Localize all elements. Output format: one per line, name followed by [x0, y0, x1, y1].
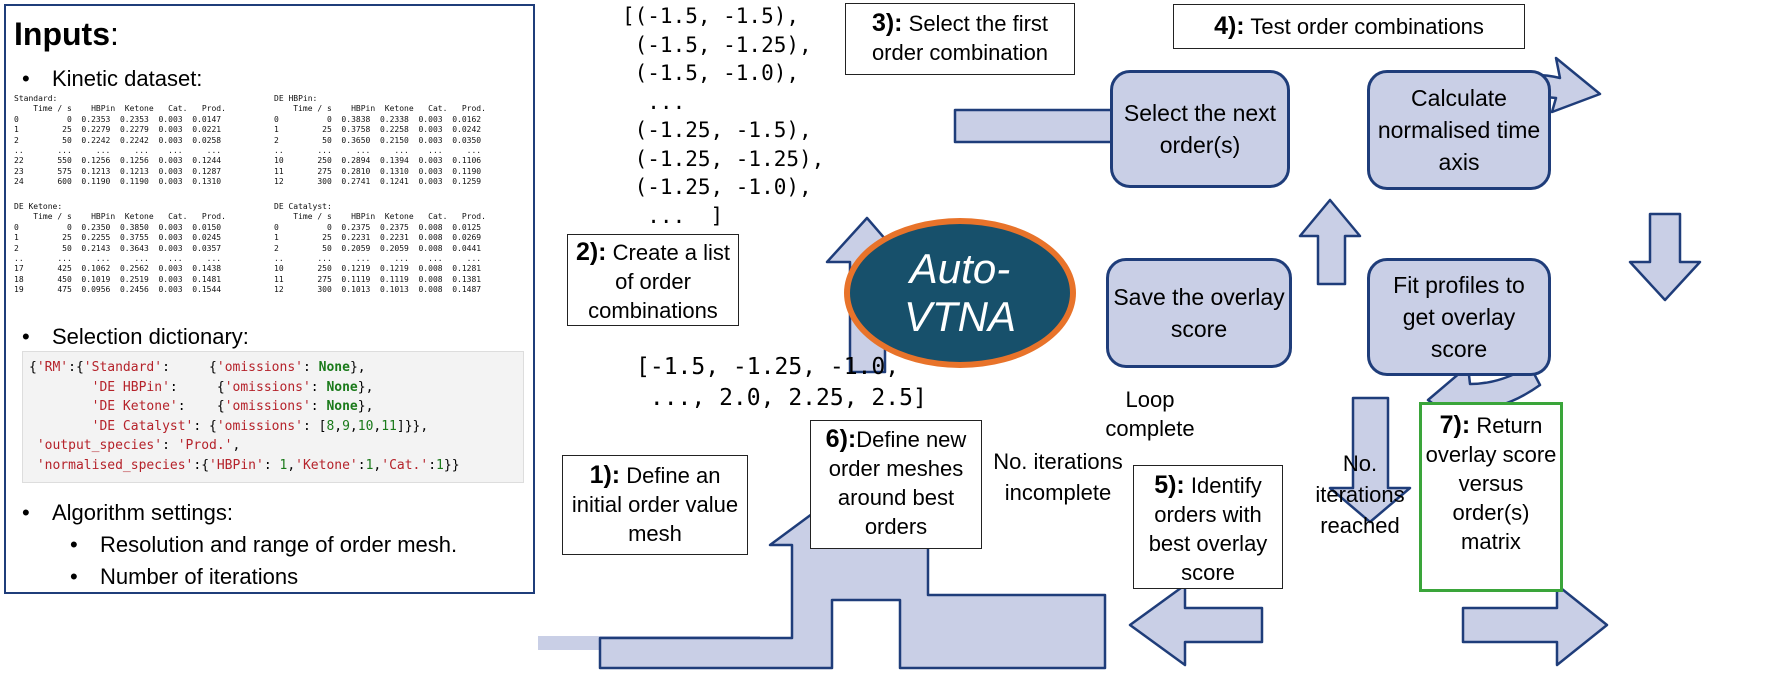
table-row: 0 0 0.2375 0.2375 0.008 0.0125 [274, 222, 482, 232]
order-combination-line: ... ] [622, 203, 724, 228]
table-row: 10 250 0.2894 0.1394 0.003 0.1106 [274, 156, 482, 166]
table-name: DE Ketone: [14, 202, 63, 211]
code-line: 'DE Catalyst': {'omissions': [8,9,10,11]… [91, 418, 429, 434]
loop-complete-label: Loop complete [1105, 387, 1195, 441]
arrow-step5-to-step7 [1461, 583, 1609, 667]
auto-vtna-logo: Auto-VTNA [844, 218, 1076, 368]
table-header: Time / s HBPin Ketone Cat. Prod. [14, 212, 226, 222]
table-row: 1 25 0.3758 0.2258 0.003 0.0242 [274, 125, 482, 135]
table-row: 2 50 0.2059 0.2059 0.008 0.0441 [274, 243, 482, 253]
table-row: 17 425 0.1062 0.2562 0.003 0.1438 [14, 264, 222, 274]
table-row: 2 50 0.3650 0.2150 0.003 0.0350 [274, 135, 482, 145]
table-row: 2 50 0.2143 0.3643 0.003 0.0357 [14, 243, 222, 253]
table-row: 23 575 0.1213 0.1213 0.003 0.1287 [14, 166, 222, 176]
arrow-loop-down [1328, 396, 1412, 524]
table-standard: Standard: Time / s HBPin Ketone Cat. Pro… [14, 94, 226, 188]
table-row: 24 600 0.1190 0.1190 0.003 0.1310 [14, 177, 222, 187]
algorithm-item-resolution: Resolution and range of order mesh. [70, 532, 457, 558]
table-name: DE Catalyst: [274, 202, 332, 211]
table-row: .. ... ... ... ... ... [14, 254, 222, 264]
step-4-box: 4): Test order combinations [1173, 4, 1525, 49]
order-combination-line: (-1.25, -1.25), [622, 146, 825, 171]
table-row: .. ... ... ... ... ... [274, 146, 482, 156]
table-row: .. ... ... ... ... ... [14, 146, 222, 156]
table-row: 11 275 0.1119 0.1119 0.008 0.1381 [274, 274, 482, 284]
table-row: 1 25 0.2231 0.2231 0.008 0.0269 [274, 233, 482, 243]
table-row: 2 50 0.2242 0.2242 0.003 0.0258 [14, 135, 222, 145]
step-3-box: 3): Select the first order combination [845, 3, 1075, 75]
iterations-incomplete-label: No. iterations incomplete [993, 449, 1123, 505]
table-header: Time / s HBPin Ketone Cat. Prod. [14, 104, 226, 114]
loop-fit-profiles: Fit profiles to get overlay score [1367, 258, 1551, 376]
code-line: 'normalised_species':{'HBPin': 1,'Ketone… [36, 457, 460, 473]
inputs-title: Inputs: [14, 16, 119, 52]
table-row: 19 475 0.0956 0.2456 0.003 0.1544 [14, 285, 222, 295]
table-de-ketone: DE Ketone: Time / s HBPin Ketone Cat. Pr… [14, 202, 226, 296]
table-row: 22 550 0.1256 0.1256 0.003 0.1244 [14, 156, 222, 166]
step-6-box: 6):Define new order meshes around best o… [810, 420, 982, 549]
order-combination-line: [(-1.5, -1.5), [622, 4, 800, 28]
table-row: 0 0 0.2353 0.2353 0.003 0.0147 [14, 114, 222, 124]
arrow-loop-right [1628, 212, 1702, 302]
step-2-box: 2): Create a list of order combinations [567, 234, 739, 326]
iterations-reached-label: No. iterations reached [1315, 451, 1405, 538]
order-combination-line: (-1.5, -1.25), [622, 32, 812, 57]
order-values-list: [-1.5, -1.25, -1.0, ..., 2.0, 2.25, 2.5] [636, 352, 927, 414]
table-de-catalyst: DE Catalyst: Time / s HBPin Ketone Cat. … [274, 202, 486, 296]
arrow-inputs-to-mesh [598, 475, 1107, 670]
code-line: 'DE Ketone': {'omissions': None}, [91, 399, 374, 415]
kinetic-dataset-label: Kinetic dataset: [22, 66, 203, 92]
table-row: 1 25 0.2279 0.2279 0.003 0.0221 [14, 125, 222, 135]
order-values-line: ..., 2.0, 2.25, 2.5] [636, 385, 927, 411]
selection-dictionary-code: {'RM':{'Standard': {'omissions': None}, … [22, 351, 524, 483]
table-row: 12 300 0.2741 0.1241 0.003 0.1259 [274, 177, 482, 187]
table-header: Time / s HBPin Ketone Cat. Prod. [274, 104, 486, 114]
inputs-panel: Inputs: Kinetic dataset: Standard: Time … [4, 4, 535, 594]
table-name: DE HBPin: [274, 94, 318, 103]
step-1-box: 1): Define an initial order value mesh [562, 455, 748, 555]
table-row: 10 250 0.1219 0.1219 0.008 0.1281 [274, 264, 482, 274]
loop-select-next: Select the next order(s) [1110, 70, 1290, 188]
table-header: Time / s HBPin Ketone Cat. Prod. [274, 212, 486, 222]
order-values-line: [-1.5, -1.25, -1.0, [636, 354, 900, 380]
table-row: 0 0 0.3838 0.2338 0.003 0.0162 [274, 114, 482, 124]
step-5-box: 5): Identify orders with best overlay sc… [1133, 465, 1283, 589]
code-line: 'DE HBPin': {'omissions': None}, [91, 379, 374, 395]
order-combination-line: (-1.25, -1.0), [622, 175, 812, 199]
order-combination-line: (-1.5, -1.0), [622, 61, 800, 85]
order-combinations-list: [(-1.5, -1.5), (-1.5, -1.25), (-1.5, -1.… [622, 2, 824, 230]
table-row: 0 0 0.2350 0.3850 0.003 0.0150 [14, 222, 222, 232]
arrow-step5-to-step6 [1128, 583, 1264, 667]
step-7-box: 7): Return overlay score versus order(s)… [1419, 402, 1563, 592]
table-row: 1 25 0.2255 0.3755 0.003 0.0245 [14, 233, 222, 243]
code-line: 'output_species': 'Prod.', [36, 438, 241, 454]
order-combination-line: ... [622, 89, 686, 114]
selection-dictionary-label: Selection dictionary: [22, 324, 249, 350]
table-de-hbpin: DE HBPin: Time / s HBPin Ketone Cat. Pro… [274, 94, 486, 188]
algorithm-item-iterations: Number of iterations [70, 564, 298, 590]
arrow-loop-left [1298, 198, 1362, 286]
algorithm-settings-label: Algorithm settings: [22, 500, 233, 526]
table-row: 12 300 0.1013 0.1013 0.008 0.1487 [274, 285, 482, 295]
loop-save-score: Save the overlay score [1106, 258, 1292, 368]
table-row: 11 275 0.2810 0.1310 0.003 0.1190 [274, 166, 482, 176]
loop-calculate-time-axis: Calculate normalised time axis [1367, 70, 1551, 190]
table-row: .. ... ... ... ... ... [274, 254, 482, 264]
order-combination-line: (-1.25, -1.5), [622, 118, 812, 142]
table-row: 18 450 0.1019 0.2519 0.003 0.1481 [14, 274, 222, 284]
table-name: Standard: [14, 94, 58, 103]
code-line: {'RM':{'Standard': {'omissions': None}, [29, 360, 366, 375]
